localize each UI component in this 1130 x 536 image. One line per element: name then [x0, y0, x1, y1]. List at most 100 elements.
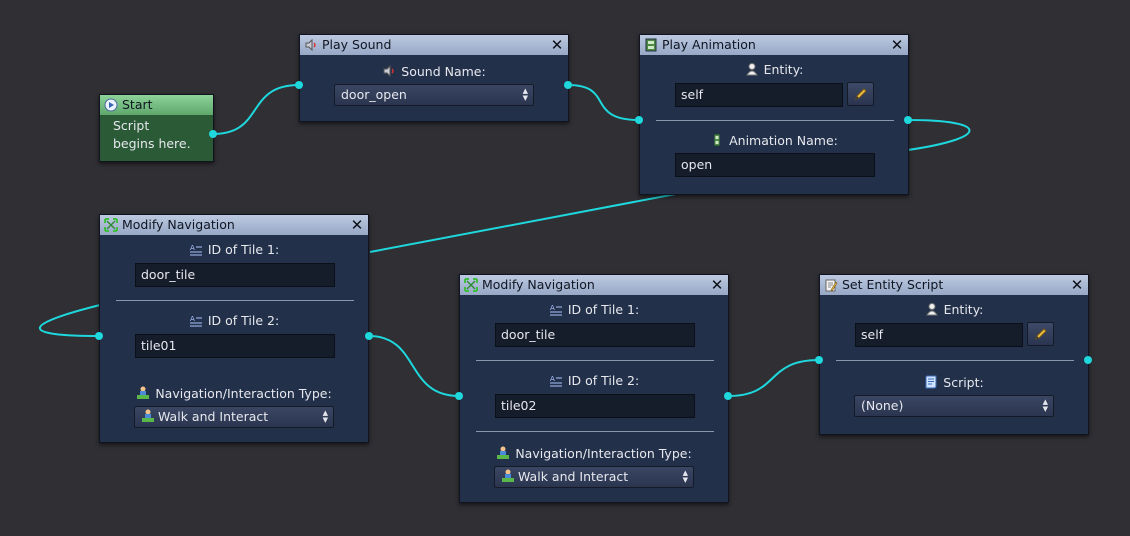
person-icon [925, 303, 938, 316]
separator [476, 431, 714, 432]
sound-name-value: door_open [341, 87, 407, 102]
film-strip-icon [713, 133, 721, 147]
set-entity-script-node[interactable]: Set Entity Script ✕ Entity: self Script:… [819, 274, 1089, 435]
modify-navigation-title-2: Modify Navigation [482, 277, 595, 292]
play-sound-titlebar[interactable]: Play Sound ✕ [300, 35, 568, 55]
close-icon[interactable]: ✕ [710, 276, 724, 294]
set-entity-script-titlebar[interactable]: Set Entity Script ✕ [820, 275, 1088, 295]
walk-interact-icon [497, 446, 510, 459]
start-titlebar[interactable]: Start [100, 95, 213, 115]
close-icon[interactable]: ✕ [550, 36, 564, 54]
play-animation-node[interactable]: Play Animation ✕ Entity: self Animation … [639, 34, 909, 195]
svg-text:A: A [550, 375, 555, 383]
script-entity-field[interactable]: self [855, 323, 1023, 347]
play-animation-input-port[interactable] [635, 116, 643, 124]
nav2-type-label: Navigation/Interaction Type: [460, 446, 728, 461]
set-script-input-port[interactable] [815, 356, 823, 364]
nav1-tile2-field[interactable]: tile01 [135, 334, 335, 358]
script-label: Script: [820, 375, 1088, 390]
animation-name-field[interactable]: open [675, 153, 875, 177]
play-sound-node[interactable]: Play Sound ✕ Sound Name: door_open ▲▼ [299, 34, 569, 122]
modify-navigation-title-1: Modify Navigation [122, 217, 235, 232]
set-script-output-port[interactable] [1084, 356, 1092, 364]
start-description-line1: Script [113, 118, 150, 133]
nav2-output-port[interactable] [724, 392, 732, 400]
close-icon[interactable]: ✕ [1070, 276, 1084, 294]
play-sound-output-port[interactable] [564, 81, 572, 89]
text-id-icon: A [189, 315, 202, 327]
nav2-tile1-field[interactable]: door_tile [495, 323, 695, 347]
close-icon[interactable]: ✕ [890, 36, 904, 54]
svg-text:A: A [190, 244, 195, 252]
navigation-icon [104, 218, 118, 232]
separator [836, 360, 1074, 361]
nav1-tile1-field[interactable]: door_tile [135, 263, 335, 287]
modify-navigation-titlebar-2[interactable]: Modify Navigation ✕ [460, 275, 728, 295]
start-title: Start [122, 97, 153, 112]
sound-name-select[interactable]: door_open ▲▼ [334, 84, 534, 106]
animation-entity-label: Entity: [640, 62, 908, 77]
animation-name-label: Animation Name: [640, 133, 908, 148]
modify-navigation-titlebar-1[interactable]: Modify Navigation ✕ [100, 215, 368, 235]
walk-interact-icon [502, 469, 514, 482]
nav1-type-value: Walk and Interact [158, 409, 269, 424]
nav2-tile2-field[interactable]: tile02 [495, 394, 695, 418]
play-animation-titlebar[interactable]: Play Animation ✕ [640, 35, 908, 55]
pencil-icon [855, 88, 867, 100]
nav1-type-select[interactable]: Walk and Interact ▲▼ [134, 406, 334, 428]
nav2-type-select[interactable]: Walk and Interact ▲▼ [494, 466, 694, 488]
animation-entity-edit-button[interactable] [847, 82, 874, 106]
wire-nav2-to-setscript [727, 359, 820, 397]
close-icon[interactable]: ✕ [350, 216, 364, 234]
nav1-input-port[interactable] [95, 332, 103, 340]
start-output-port[interactable] [209, 130, 217, 138]
play-animation-title: Play Animation [662, 37, 756, 52]
sound-name-label: Sound Name: [300, 64, 568, 79]
start-node[interactable]: Start Script begins here. [99, 94, 214, 162]
script-entity-edit-button[interactable] [1027, 322, 1054, 346]
wire-nav1-loop [38, 304, 101, 337]
pencil-icon [1035, 328, 1047, 340]
text-id-icon: A [549, 304, 562, 316]
nav1-output-port[interactable] [365, 332, 373, 340]
start-description-line2: begins here. [113, 136, 191, 151]
script-value: (None) [861, 398, 904, 413]
separator [476, 360, 714, 361]
script-entity-label: Entity: [820, 302, 1088, 317]
wire-playsound-to-animation [567, 84, 640, 121]
walk-interact-icon [137, 386, 150, 399]
nav2-input-port[interactable] [455, 392, 463, 400]
spinner-arrows-icon: ▲▼ [1042, 398, 1048, 413]
play-animation-output-port[interactable] [904, 116, 912, 124]
animation-entity-field[interactable]: self [675, 83, 843, 107]
script-select[interactable]: (None) ▲▼ [854, 395, 1054, 417]
text-id-icon: A [189, 244, 202, 256]
speaker-icon [383, 64, 394, 78]
svg-text:A: A [190, 315, 195, 323]
separator [656, 120, 894, 121]
separator [116, 300, 354, 301]
text-id-icon: A [549, 375, 562, 387]
spinner-arrows-icon: ▲▼ [682, 469, 688, 484]
svg-text:A: A [550, 304, 555, 312]
play-sound-input-port[interactable] [295, 81, 303, 89]
spinner-arrows-icon: ▲▼ [522, 87, 528, 102]
script-icon [925, 375, 937, 389]
person-icon [745, 63, 758, 76]
play-icon [104, 98, 118, 112]
nav1-type-label: Navigation/Interaction Type: [100, 386, 368, 401]
walk-interact-icon [142, 409, 154, 422]
set-entity-script-title: Set Entity Script [842, 277, 944, 292]
nav2-type-value: Walk and Interact [518, 469, 629, 484]
wire-nav1-to-nav2 [368, 335, 460, 397]
script-edit-icon [825, 279, 838, 292]
navigation-icon [464, 278, 478, 292]
spinner-arrows-icon: ▲▼ [322, 409, 328, 424]
